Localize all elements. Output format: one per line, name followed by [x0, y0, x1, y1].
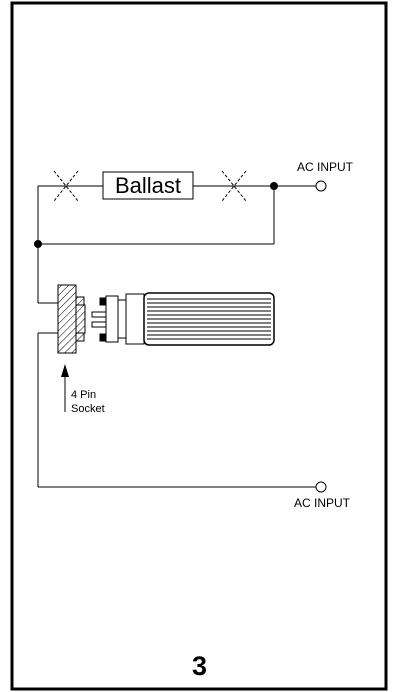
- top-circuit-wires: [37, 185, 316, 304]
- socket-label-line2: Socket: [71, 403, 105, 415]
- page-number: 3: [191, 651, 208, 681]
- page-border: [10, 1, 388, 691]
- ac-input-label-top: AC INPUT: [297, 160, 354, 174]
- lamp-tube: [143, 292, 275, 346]
- ballast-box: [102, 171, 194, 200]
- ac-input-terminal-bottom: [315, 481, 327, 493]
- ballast-label: Ballast: [114, 173, 182, 198]
- socket-label-line1: 4 Pin: [71, 389, 97, 401]
- bottom-circuit-wires: [37, 332, 316, 488]
- ac-input-label-bottom: AC INPUT: [294, 496, 351, 510]
- junction-dot-left: [34, 240, 42, 248]
- lamp-pins: [91, 297, 107, 342]
- four-pin-socket: [57, 284, 86, 354]
- cut-marker-right: [221, 170, 247, 202]
- socket-arrow: [61, 364, 69, 412]
- ac-input-terminal-top: [315, 180, 327, 192]
- cut-marker-left: [53, 170, 79, 202]
- lamp-base: [105, 293, 145, 345]
- junction-dot-top: [270, 182, 278, 190]
